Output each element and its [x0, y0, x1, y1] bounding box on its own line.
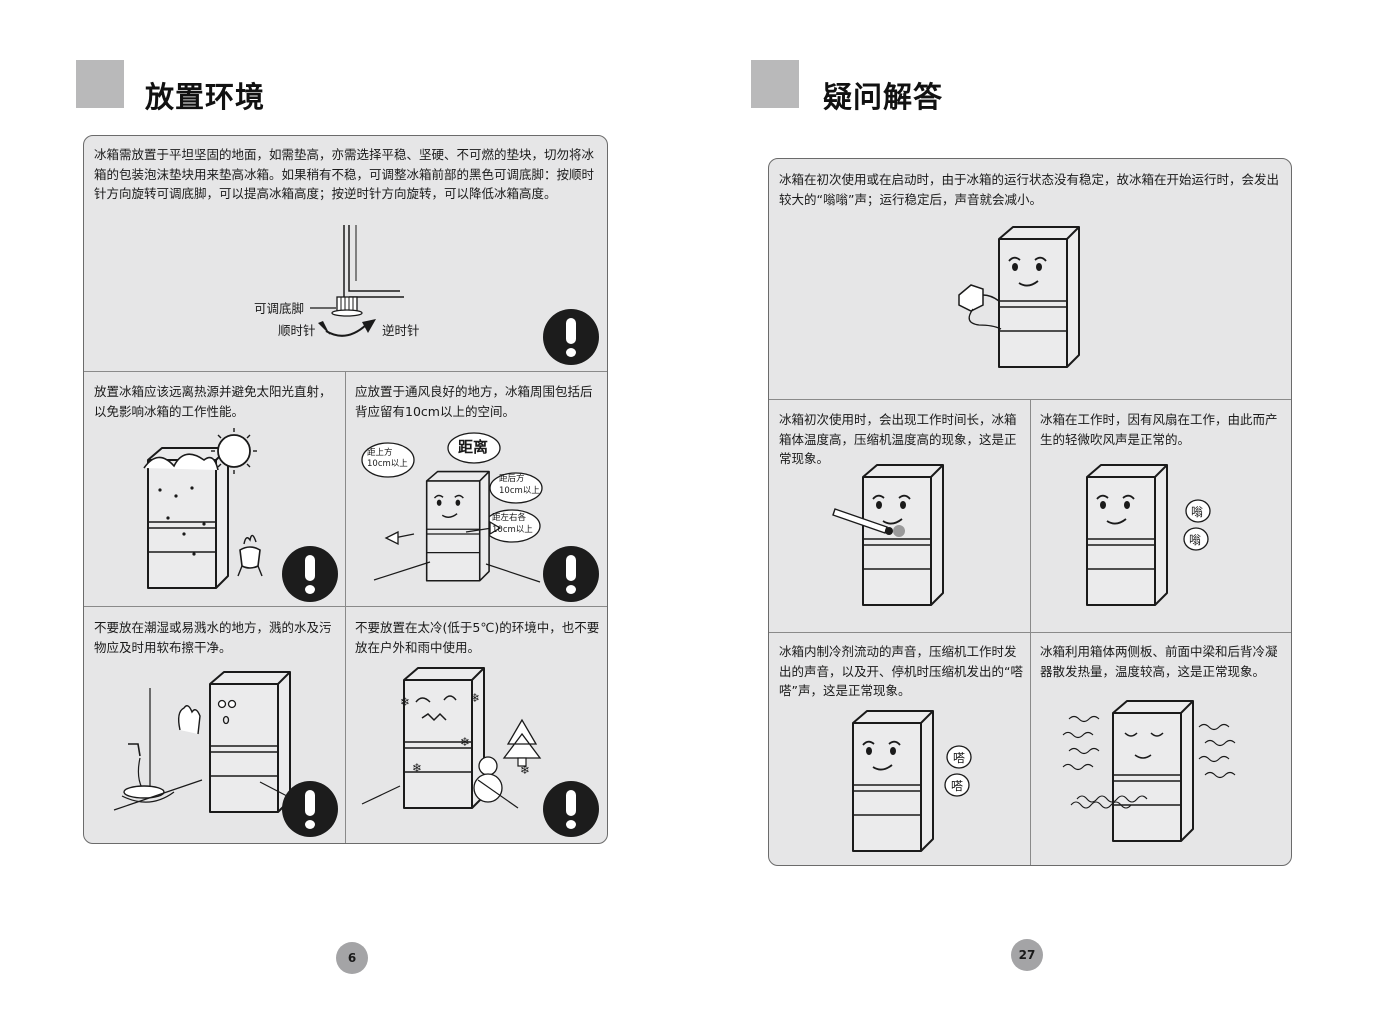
svg-text:❄: ❄ — [412, 761, 422, 775]
cell-cold-text: 不要放置在太冷(低于5℃)的环境中，也不要放在户外和雨中使用。 — [355, 620, 600, 655]
cell-ventilation-text: 应放置于通风良好的地方，冰箱周围包括后背应留有10cm以上的空间。 — [355, 384, 593, 419]
divider — [769, 632, 1291, 633]
svg-text:❄: ❄ — [520, 763, 530, 777]
cell-temperature-text: 冰箱初次使用时，会出现工作时间长，冰箱箱体温度高，压缩机温度高的现象，这是正常现… — [779, 412, 1017, 466]
page-title: 疑问解答 — [823, 80, 944, 114]
svg-text:❄: ❄ — [460, 735, 470, 749]
warning-icon — [543, 309, 599, 365]
cell-heat-dissipation-text: 冰箱利用箱体两侧板、前面中梁和后背冷凝器散发热量，温度较高，这是正常现象。 — [1040, 644, 1278, 679]
divider — [84, 606, 607, 607]
label-top-line2: 10cm以上 — [367, 459, 408, 469]
page-number: 27 — [1011, 939, 1043, 971]
svg-text:❄: ❄ — [470, 691, 480, 705]
warning-icon — [282, 546, 338, 602]
cell-heat-text: 放置冰箱应该远离热源并避免太阳光直射，以免影响冰箱的工作性能。 — [94, 384, 332, 419]
fridge-humidity-illustration — [113, 671, 310, 813]
fridge-heat-illustration — [143, 428, 263, 589]
fridge-ventilation-illustration — [361, 432, 543, 583]
header-square — [76, 60, 124, 108]
adjustable-foot-illustration — [310, 225, 404, 337]
label-counterclockwise: 逆时针 — [382, 323, 420, 338]
page-title: 放置环境 — [145, 80, 266, 114]
fridge-plug-illustration — [958, 226, 1080, 368]
fridge-heat-dissipation-illustration — [1062, 700, 1236, 842]
label-back-line1: 距后方 — [499, 474, 525, 484]
left-page: 放置环境 冰箱需放置于平坦坚固的地面，如需垫高，亦需选择平稳、坚硬、不可燃的垫块… — [76, 60, 608, 974]
sound-hum-1: 嗡 — [1191, 505, 1204, 519]
label-clockwise: 顺时针 — [278, 323, 316, 338]
intro-text: 冰箱在初次使用或在启动时，由于冰箱的运行状态没有稳定，故冰箱在开始运行时，会发出… — [779, 172, 1280, 207]
page-number: 6 — [336, 942, 368, 974]
fridge-cold-illustration: ❄ ❄ ❄ ❄ ❄ — [361, 667, 542, 809]
cell-fan-text: 冰箱在工作时，因有风扇在工作，由此而产生的轻微吹风声是正常的。 — [1040, 412, 1278, 447]
label-side-line1: 距左右各 — [492, 513, 527, 523]
label-distance: 距离 — [458, 438, 489, 456]
cell-humidity-text: 不要放在潮湿或易溅水的地方，溅的水及污物应及时用软布擦干净。 — [94, 620, 332, 655]
sound-click-1: 嗒 — [953, 751, 966, 765]
placement-panel: 冰箱需放置于平坦坚固的地面，如需垫高，亦需选择平稳、坚硬、不可燃的垫块，切勿将冰… — [83, 135, 608, 844]
divider — [345, 371, 346, 843]
faq-panel: 冰箱在初次使用或在启动时，由于冰箱的运行状态没有稳定，故冰箱在开始运行时，会发出… — [768, 158, 1292, 866]
fridge-click-illustration — [852, 710, 972, 852]
right-page: 疑问解答 冰箱在初次使用或在启动时，由于冰箱的运行状态没有稳定，故冰箱在开始运行… — [690, 0, 1380, 1020]
sound-hum-2: 嗡 — [1189, 533, 1202, 547]
warning-icon — [543, 546, 599, 602]
warning-icon — [543, 781, 599, 837]
cell-refrigerant-text: 冰箱内制冷剂流动的声音，压缩机工作时发出的声音，以及开、停机时压缩机发出的“嗒嗒… — [779, 644, 1023, 698]
fridge-fan-illustration — [1086, 464, 1211, 606]
divider — [84, 371, 607, 372]
label-back-line2: 10cm以上 — [499, 486, 540, 496]
svg-text:❄: ❄ — [400, 695, 410, 709]
label-adjustable-foot: 可调底脚 — [254, 301, 305, 316]
label-top-line1: 距上方 — [367, 448, 393, 458]
warning-icon — [282, 781, 338, 837]
header-square — [751, 60, 799, 108]
fridge-thermometer-illustration — [832, 464, 944, 606]
label-side-line2: 10cm以上 — [492, 525, 533, 535]
sound-click-2: 嗒 — [951, 779, 964, 793]
intro-text: 冰箱需放置于平坦坚固的地面，如需垫高，亦需选择平稳、坚硬、不可燃的垫块，切勿将冰… — [94, 147, 595, 201]
